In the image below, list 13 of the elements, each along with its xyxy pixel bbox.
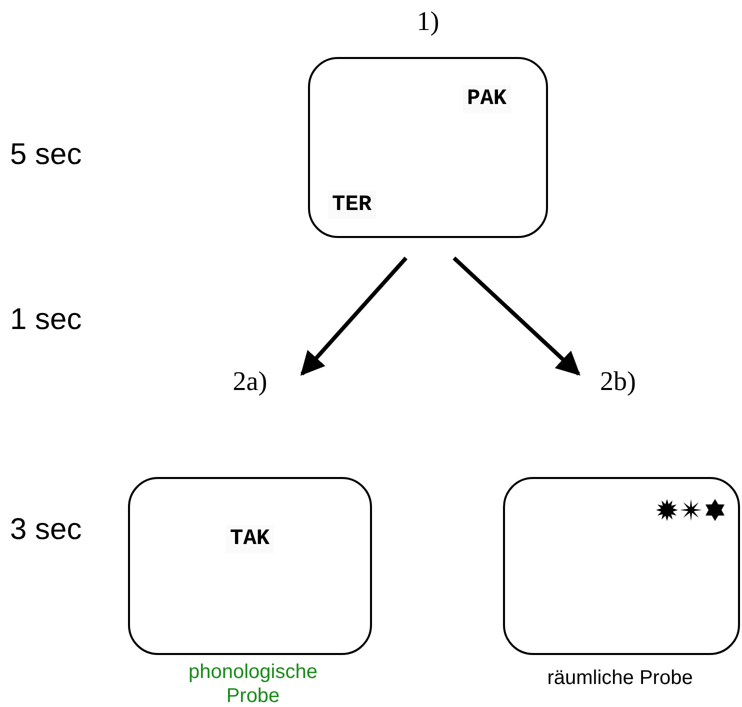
probe-caption: räumliche Probe [546,666,694,690]
step-number: 2b) [600,365,636,398]
syllable-text: TER [328,191,376,219]
arrow [452,256,580,376]
step-number: 2a) [232,365,268,398]
step-number: 1) [416,5,440,38]
probe-caption: phonologische Probe [188,660,318,707]
arrow [300,256,408,376]
duration-label: 3 sec [10,512,82,548]
syllable-text: PAK [463,85,511,113]
duration-label: 1 sec [10,302,82,338]
duration-label: 5 sec [10,137,82,173]
syllable-text: TAK [226,525,274,553]
